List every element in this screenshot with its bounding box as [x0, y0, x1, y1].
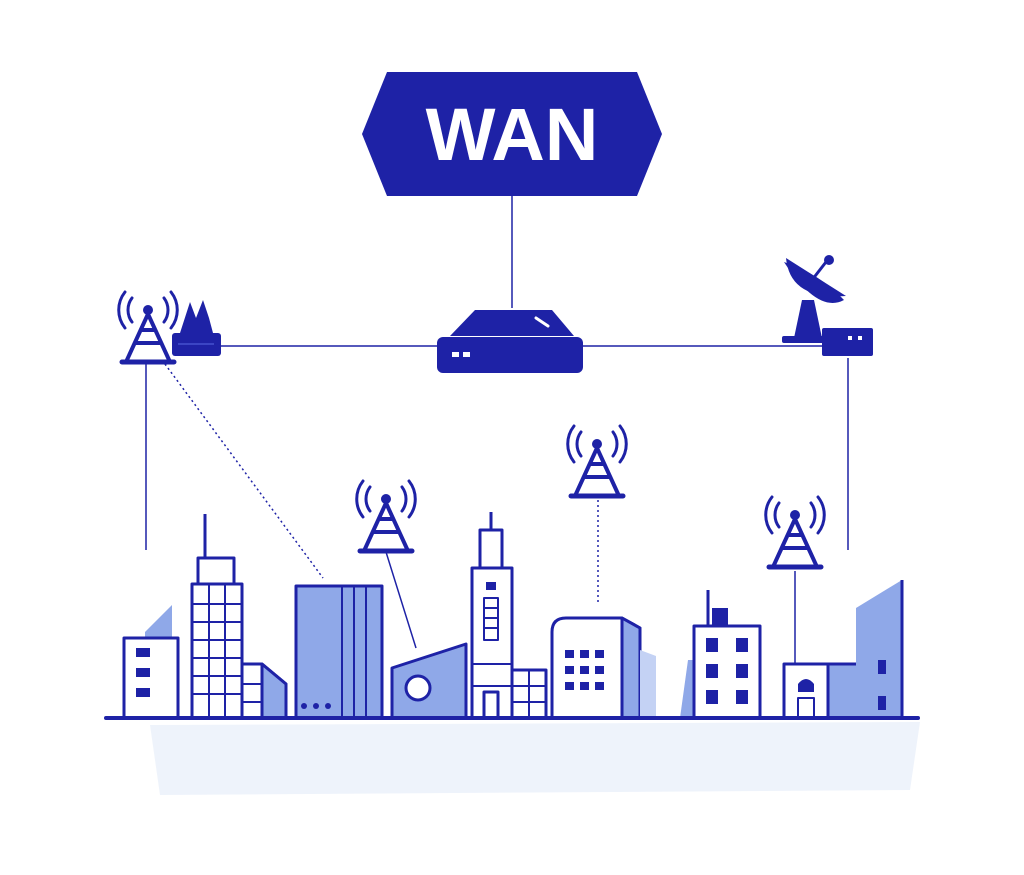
cell-tower-icon [568, 426, 627, 496]
cell-tower-icon [119, 292, 178, 362]
satellite-dish-icon [782, 255, 846, 343]
link-left-dotted [161, 359, 324, 579]
wan-title: WAN [426, 93, 599, 176]
buildings-icon [104, 512, 920, 720]
wan-cloud-label: WAN [362, 72, 662, 196]
link-tower1-building [385, 551, 417, 649]
router-icon [437, 310, 583, 373]
network-device-icon [172, 300, 221, 356]
ground-shadow [150, 722, 920, 795]
links [145, 196, 849, 664]
cell-tower-icon [357, 481, 416, 551]
network-device-icon [822, 328, 873, 356]
cell-tower-icon [766, 497, 825, 567]
